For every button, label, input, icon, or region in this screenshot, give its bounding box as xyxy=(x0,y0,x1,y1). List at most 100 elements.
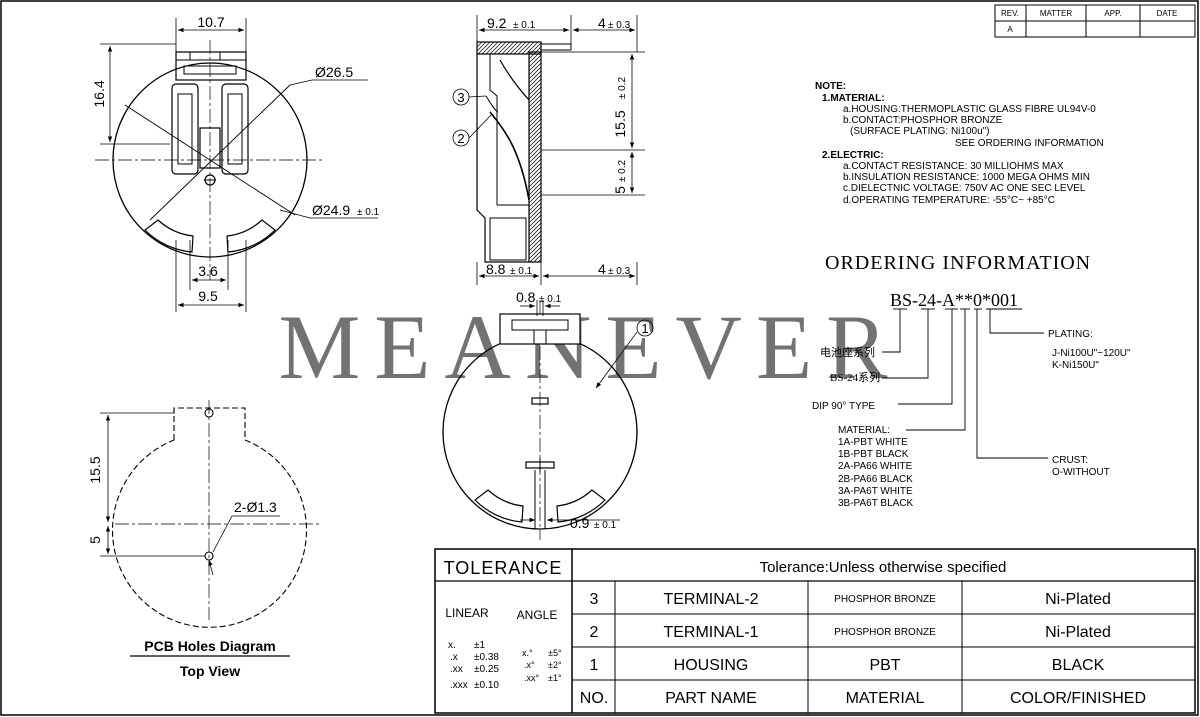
linear-x-val: ±1 xyxy=(474,640,485,651)
pcb-caption: PCB Holes Diagram xyxy=(144,638,275,654)
part-material-1: PBT xyxy=(869,657,900,674)
title-block xyxy=(434,548,1196,714)
dim-height-16-4: 16.4 xyxy=(91,80,107,107)
dim-top-right: 4 xyxy=(598,15,606,31)
notes-block: NOTE: 1.MATERIAL: a.HOUSING:THERMOPLASTI… xyxy=(815,81,1104,206)
side-view xyxy=(476,41,572,263)
top-view-labels: 10.7 16.4 Ø26.5 Ø24.9 ± 0.1 3.6 9.5 xyxy=(91,14,380,304)
front-view xyxy=(442,300,638,540)
dim-width-10-7: 10.7 xyxy=(197,14,224,30)
side-view-dimensions xyxy=(452,15,645,285)
watermark: MEANEVER xyxy=(278,296,901,398)
dim-bottom-right: 4 xyxy=(598,261,606,277)
part-name-3: TERMINAL-2 xyxy=(663,591,758,608)
material-title: MATERIAL: xyxy=(838,425,890,436)
linear-dxx-val: ±0.25 xyxy=(474,664,499,675)
header-part-name: PART NAME xyxy=(665,690,757,707)
part-no-1: 1 xyxy=(590,657,599,674)
side-view-labels: 9.2 ± 0.1 4 ± 0.3 15.5 ± 0.2 5 ± 0.2 8.8… xyxy=(457,15,630,277)
dim-pcb-lower: 5 xyxy=(87,536,103,544)
angle-dx-key: .x° xyxy=(524,660,535,670)
angle-dxx-key: .xx° xyxy=(524,673,540,683)
plating-j: J-Ni100U"~120U" xyxy=(1052,348,1131,359)
dim-side-lower-tol: ± 0.2 xyxy=(617,159,628,182)
part-no-2: 2 xyxy=(590,624,599,641)
dim-inner-dia: Ø24.9 xyxy=(312,202,350,218)
plating-title: PLATING: xyxy=(1048,329,1093,340)
front-view-dimensions xyxy=(520,300,654,523)
front-view-labels: 0.8 ± 0.1 0.9 ± 0.1 1 xyxy=(516,289,649,531)
note-material-title: 1.MATERIAL: xyxy=(822,93,885,104)
rev-value: A xyxy=(1007,25,1013,34)
callout-2: 2 xyxy=(457,131,464,146)
angle-label: ANGLE xyxy=(517,608,558,622)
parts-table: 3 TERMINAL-2 PHOSPHOR BRONZE Ni-Plated 2… xyxy=(580,591,1146,707)
dim-front-bottom: 0.9 xyxy=(570,515,590,531)
callout-1: 1 xyxy=(641,321,648,336)
ordering-code: BS-24-A**0*001 xyxy=(890,290,1018,310)
note-electric-title: 2.ELECTRIC: xyxy=(822,150,884,161)
dim-side-lower: 5 xyxy=(612,186,628,194)
part-material-3: PHOSPHOR BRONZE xyxy=(834,594,936,605)
rev-header: REV. xyxy=(1001,9,1019,18)
note-electric-c: c.DIELECTNIC VOLTAGE: 750V AC ONE SEC LE… xyxy=(843,183,1086,194)
header-material: MATERIAL xyxy=(846,690,925,707)
part-finish-2: Ni-Plated xyxy=(1045,624,1111,641)
dim-outer-dia: Ø26.5 xyxy=(315,64,353,80)
angle-dxx-val: ±1° xyxy=(548,673,562,683)
dim-pcb-holes: 2-Ø1.3 xyxy=(234,499,277,515)
material-3b: 3B-PA6T BLACK xyxy=(838,498,914,509)
pcb-holes-view xyxy=(100,400,320,628)
dim-slot-3-6: 3.6 xyxy=(198,263,218,279)
date-header: DATE xyxy=(1157,9,1178,18)
linear-x-key: x. xyxy=(448,640,456,651)
ordering-title: ORDERING INFORMATION xyxy=(825,252,1091,274)
note-material-plating: (SURFACE PLATING: Ni100u") xyxy=(850,126,990,137)
ordering-info: ORDERING INFORMATION BS-24-A**0*001 电池座系… xyxy=(812,252,1131,509)
linear-dxx-key: .xx xyxy=(450,664,463,675)
dim-bottom-right-tol: ± 0.3 xyxy=(608,266,631,277)
angle-x-key: x.° xyxy=(522,648,533,658)
part-finish-3: Ni-Plated xyxy=(1045,591,1111,608)
callout-3: 3 xyxy=(457,90,464,105)
label-dip: DIP 90° TYPE xyxy=(812,401,875,412)
linear-dxxx-key: .xxx xyxy=(450,680,468,691)
dim-top-right-tol: ± 0.3 xyxy=(608,20,631,31)
linear-dx-val: ±0.38 xyxy=(474,652,499,663)
material-2b: 2B-PA66 BLACK xyxy=(838,474,913,485)
label-bs24: BS-24系列 xyxy=(830,370,880,384)
linear-label: LINEAR xyxy=(445,606,489,620)
top-view-dimensions xyxy=(100,18,378,312)
note-material-see: SEE ORDERING INFORMATION xyxy=(955,138,1104,149)
pcb-subcaption: Top View xyxy=(180,663,240,679)
linear-dx-key: .x xyxy=(450,652,458,663)
note-material-a: a.HOUSING:THERMOPLASTIC GLASS FIBRE UL94… xyxy=(843,104,1096,115)
ordering-leaders xyxy=(882,308,1048,459)
note-electric-a: a.CONTACT RESISTANCE: 30 MILLIOHMS MAX xyxy=(843,161,1064,172)
part-material-2: PHOSPHOR BRONZE xyxy=(834,627,936,638)
header-no: NO. xyxy=(580,690,608,707)
tolerance-header: Tolerance:Unless otherwise specified xyxy=(760,559,1007,576)
pcb-holes-labels: 15.5 5 2-Ø1.3 PCB Holes Diagram Top View xyxy=(87,456,277,679)
angle-dx-val: ±2° xyxy=(548,660,562,670)
material-1b: 1B-PBT BLACK xyxy=(838,449,909,460)
dim-front-top: 0.8 xyxy=(516,289,536,305)
dim-side-height: 15.5 xyxy=(612,110,628,137)
material-2a: 2A-PA66 WHITE xyxy=(838,461,913,472)
crust-title: CRUST: xyxy=(1052,455,1088,466)
dim-base-9-5: 9.5 xyxy=(198,288,218,304)
app-header: APP. xyxy=(1104,9,1121,18)
note-title: NOTE: xyxy=(815,81,846,92)
dim-side-height-tol: ± 0.2 xyxy=(617,76,628,99)
note-electric-d: d.OPERATING TEMPERATURE: -55°C~ +85°C xyxy=(843,195,1055,206)
top-view xyxy=(95,40,325,280)
header-finish: COLOR/FINISHED xyxy=(1010,690,1146,707)
dim-front-bottom-tol: ± 0.1 xyxy=(594,520,617,531)
part-no-3: 3 xyxy=(590,591,599,608)
dim-pcb-height: 15.5 xyxy=(87,456,103,483)
angle-x-val: ±5° xyxy=(548,648,562,658)
dim-top-width-tol: ± 0.1 xyxy=(513,20,536,31)
